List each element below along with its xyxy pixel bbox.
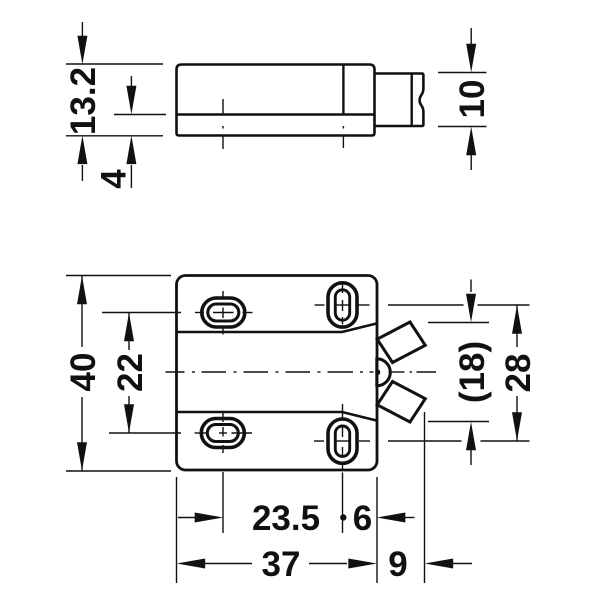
svg-text:6: 6 <box>353 499 372 538</box>
svg-text:(18): (18) <box>453 341 492 403</box>
svg-text:4: 4 <box>95 169 134 189</box>
svg-text:9: 9 <box>388 545 407 584</box>
svg-text:22: 22 <box>111 353 150 392</box>
svg-text:23.5: 23.5 <box>252 499 320 538</box>
svg-text:10: 10 <box>453 80 492 119</box>
svg-text:13.2: 13.2 <box>64 67 103 135</box>
svg-text:37: 37 <box>262 545 301 584</box>
svg-text:40: 40 <box>64 353 103 392</box>
svg-text:28: 28 <box>499 354 538 393</box>
